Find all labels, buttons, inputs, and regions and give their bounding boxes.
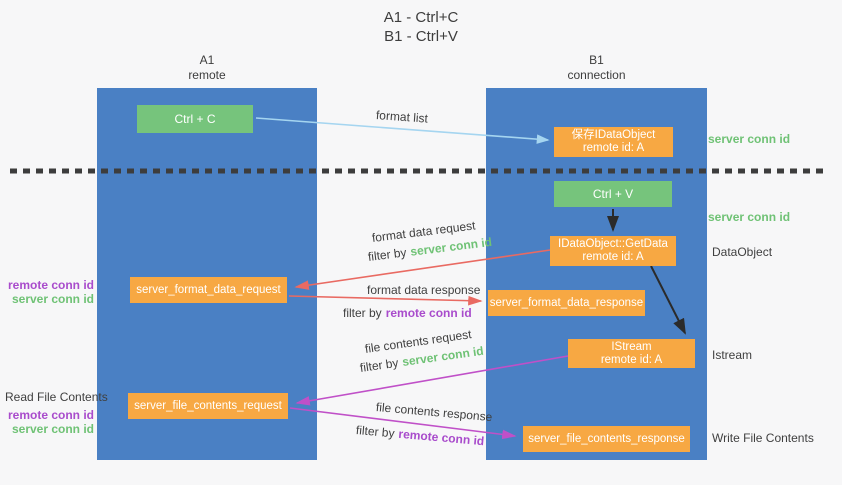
file-contents-response-edge-label: file contents response	[375, 400, 493, 425]
server-format-data-request-node: server_format_data_request	[130, 277, 287, 303]
lane-a-name: A1	[199, 53, 215, 67]
lane-a-header: A1 remote	[97, 53, 317, 83]
lane-b-header: B1 connection	[486, 53, 707, 83]
save-idataobject-line2: remote id: A	[582, 142, 645, 154]
server-conn-id-annotation: server conn id	[11, 422, 94, 436]
server-format-data-response-node: server_format_data_response	[488, 290, 645, 316]
istream-line2: remote id: A	[600, 353, 663, 366]
format-data-response-edge-label: format data response	[367, 283, 481, 297]
title-line-2: B1 - Ctrl+V	[384, 28, 458, 45]
remote-conn-id-annotation: remote conn id	[8, 278, 95, 292]
write-file-contents-annotation: Write File Contents	[712, 431, 814, 445]
getdata-line1: IDataObject::GetData	[558, 238, 668, 250]
ctrl-c-label: Ctrl + C	[174, 111, 216, 126]
read-file-contents-annotation: Read File Contents	[5, 390, 108, 404]
filter-by-text: filter by	[343, 306, 382, 320]
getdata-node: IDataObject::GetData remote id: A	[550, 236, 676, 266]
ctrl-v-node: Ctrl + V	[554, 181, 672, 207]
remote-conn-id-text: remote conn id	[385, 306, 472, 320]
server-format-data-request-label: server_format_data_request	[136, 283, 281, 296]
filter-by-text: filter by	[367, 245, 408, 264]
lane-a-role: remote	[188, 68, 226, 82]
lane-b-role: connection	[567, 68, 626, 82]
server-conn-id-annotation: server conn id	[11, 292, 94, 306]
format-list-edge-label: format list	[375, 108, 429, 126]
filter-by-text: filter by	[355, 423, 396, 441]
dataobject-annotation: DataObject	[712, 245, 773, 259]
remote-conn-id-annotation: remote conn id	[8, 408, 95, 422]
conn-id-pair-format: remote conn id server conn id	[8, 278, 94, 306]
title-line-1: A1 - Ctrl+C	[383, 9, 459, 26]
istream-node: IStream remote id: A	[568, 339, 695, 368]
server-file-contents-request-node: server_file_contents_request	[128, 393, 288, 419]
server-file-contents-response-node: server_file_contents_response	[523, 426, 690, 452]
server-conn-id-annotation-mid: server conn id	[708, 210, 791, 224]
getdata-line2: remote id: A	[582, 251, 644, 263]
server-file-contents-request-label: server_file_contents_request	[134, 399, 282, 412]
server-conn-id-annotation-top: server conn id	[708, 132, 791, 146]
remote-conn-id-text: remote conn id	[397, 426, 485, 449]
ctrl-v-label: Ctrl + V	[592, 186, 634, 201]
diagram-title: A1 - Ctrl+C B1 - Ctrl+V	[0, 8, 842, 46]
server-format-data-response-label: server_format_data_response	[489, 296, 644, 309]
save-idataobject-line1: 保存IDataObject	[571, 129, 656, 141]
server-file-contents-response-label: server_file_contents_response	[528, 432, 685, 445]
save-idataobject-node: 保存IDataObject remote id: A	[554, 127, 673, 157]
ctrl-c-node: Ctrl + C	[137, 105, 253, 133]
filter-by-text: filter by	[359, 355, 400, 375]
istream-line1: IStream	[611, 340, 652, 353]
conn-id-pair-file: remote conn id server conn id	[8, 408, 94, 436]
istream-annotation: Istream	[712, 348, 753, 362]
lane-b-name: B1	[589, 53, 604, 67]
